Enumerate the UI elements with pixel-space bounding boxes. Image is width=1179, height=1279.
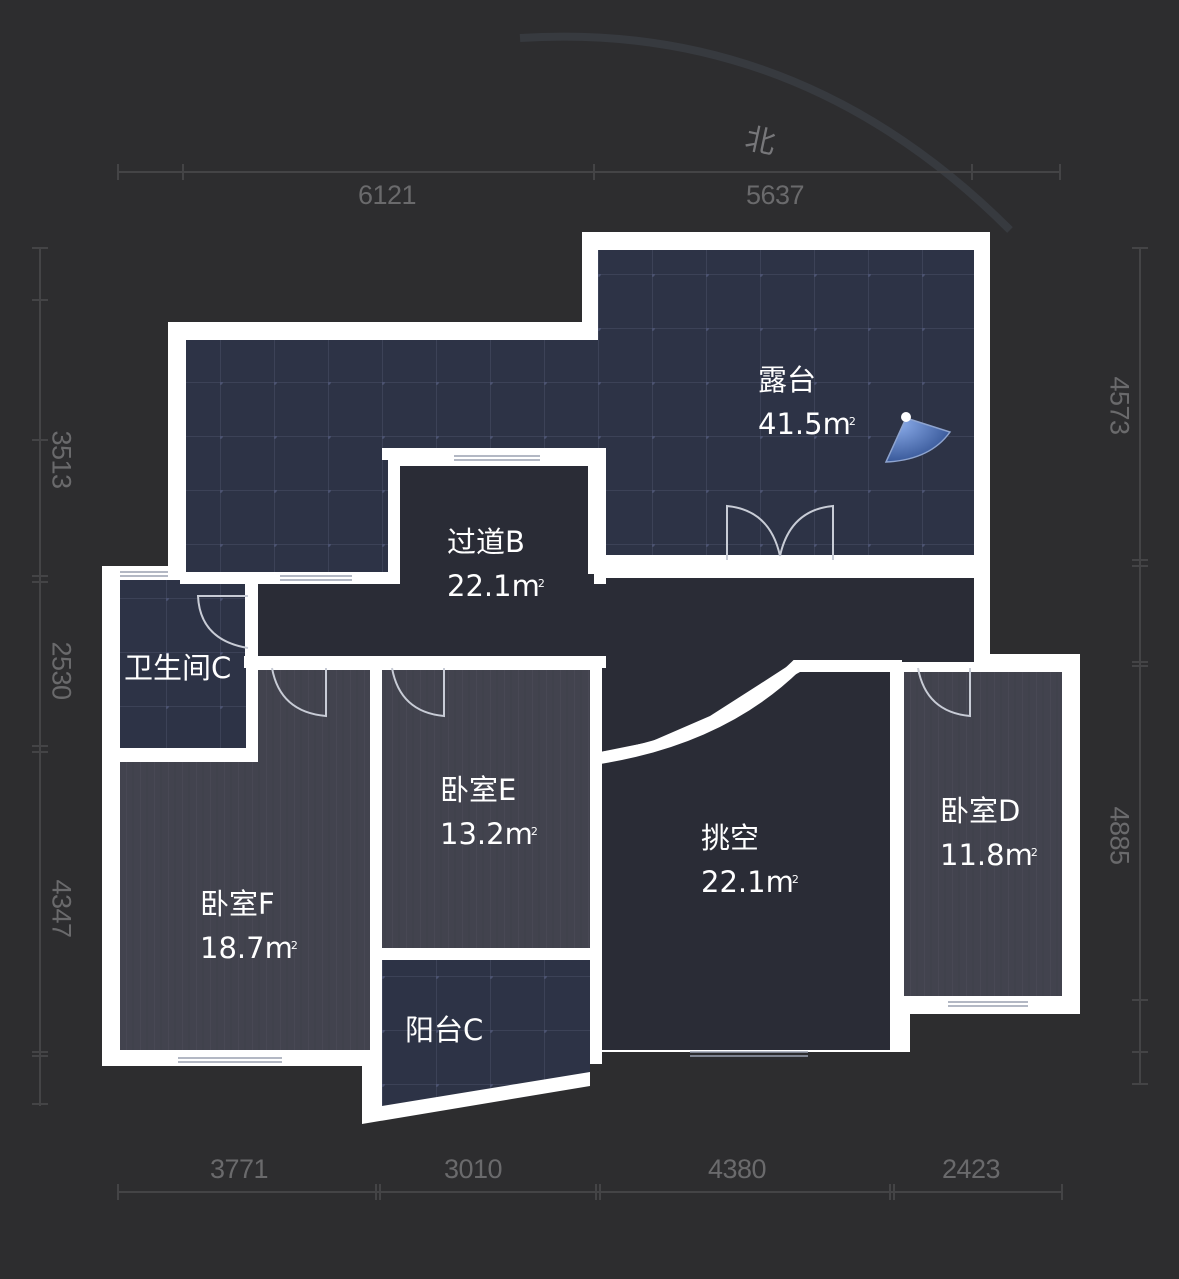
windows	[120, 455, 1028, 1063]
floors	[120, 250, 1062, 1106]
room-name: 卫生间C	[124, 651, 232, 685]
room-name: 卧室F	[200, 887, 275, 921]
dim-left-0: 3513	[46, 430, 77, 489]
room-bedroom-e: 卧室E 13.2m2	[440, 768, 538, 856]
dim-top-0: 6121	[358, 180, 417, 210]
room-area: 22.1m2	[701, 865, 799, 899]
room-name: 阳台C	[405, 1013, 484, 1047]
dim-bottom-1: 3010	[444, 1154, 503, 1184]
room-name: 露台	[758, 363, 817, 397]
room-area: 18.7m2	[200, 931, 298, 965]
room-bathroom-c: 卫生间C	[124, 646, 231, 690]
dim-bottom-2: 4380	[708, 1154, 767, 1184]
dim-top-1: 5637	[746, 180, 805, 210]
room-area: 13.2m2	[440, 817, 538, 851]
interior-walls	[105, 448, 979, 1064]
room-void: 挑空 22.1m2	[701, 816, 799, 904]
room-bedroom-d: 卧室D 11.8m2	[940, 789, 1038, 877]
room-name: 挑空	[701, 821, 760, 855]
doors	[196, 504, 971, 718]
dim-left-2: 4347	[46, 879, 77, 938]
room-name: 卧室E	[440, 773, 517, 807]
dim-bottom-0: 3771	[210, 1154, 269, 1184]
room-area: 41.5m2	[758, 407, 856, 441]
dim-bottom-3: 2423	[942, 1154, 1001, 1184]
room-area: 11.8m2	[940, 838, 1038, 872]
room-name: 卧室D	[940, 794, 1021, 828]
room-hallway-b: 过道B 22.1m2	[447, 520, 545, 608]
room-balcony-c: 阳台C	[405, 1008, 483, 1052]
dim-right-1: 4885	[1104, 806, 1135, 865]
dimension-lines	[32, 164, 1148, 1200]
dim-right-0: 4573	[1104, 376, 1135, 435]
north-arc-icon	[519, 32, 1013, 233]
room-area: 22.1m2	[447, 569, 545, 603]
room-bedroom-f: 卧室F 18.7m2	[200, 882, 298, 970]
camera-view-cone-icon	[884, 412, 952, 463]
room-name: 过道B	[447, 525, 525, 559]
dim-left-1: 2530	[46, 641, 77, 700]
room-terrace: 露台 41.5m2	[758, 358, 856, 446]
